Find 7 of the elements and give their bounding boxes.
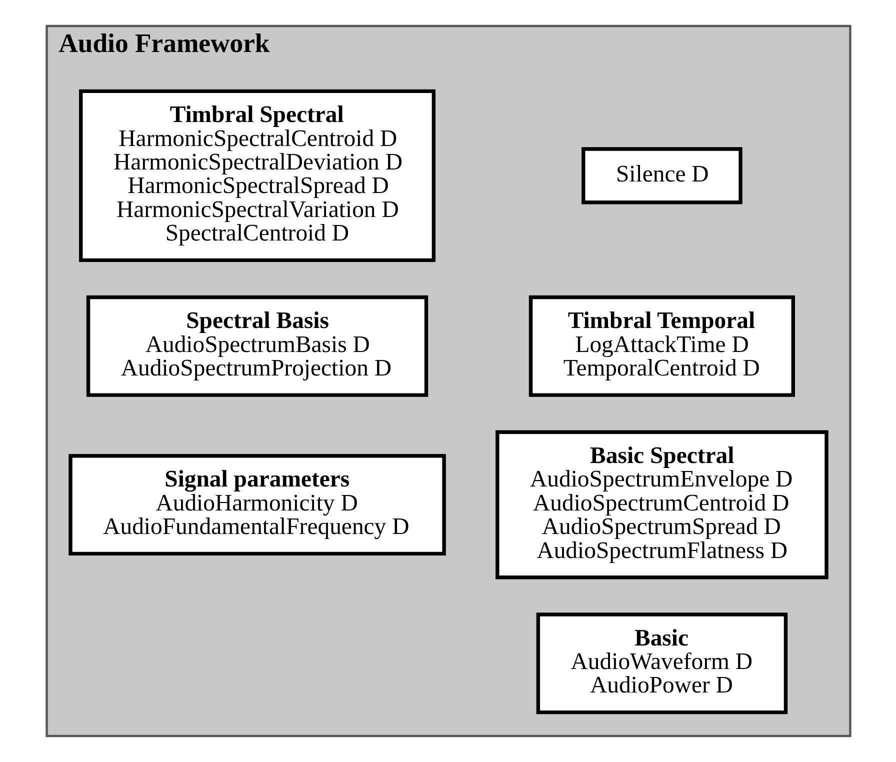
node-box: Basic Spectral AudioSpectrumEnvelope D AudioSpectrumCentroid D AudioSpectrumSpread D AudioSpectrumFlatness D	[495, 430, 828, 580]
node-box: Spectral Basis AudioSpectrumBasis D AudioSpectrumProjection D	[86, 295, 428, 397]
node-box: Silence D	[581, 147, 742, 204]
node-box: Timbral Temporal LogAttackTime D TemporalCentroid D	[528, 295, 794, 397]
node-box: Basic AudioWaveform D AudioPower D	[536, 612, 788, 714]
node-box: Signal parameters AudioHarmonicity D AudioFundamentalFrequency D	[68, 454, 446, 556]
node-box: Timbral Spectral HarmonicSpectralCentroid D HarmonicSpectralDeviation D HarmonicSpectralSpread D HarmonicSpectralVariation D SpectralCentroid D	[78, 89, 436, 262]
